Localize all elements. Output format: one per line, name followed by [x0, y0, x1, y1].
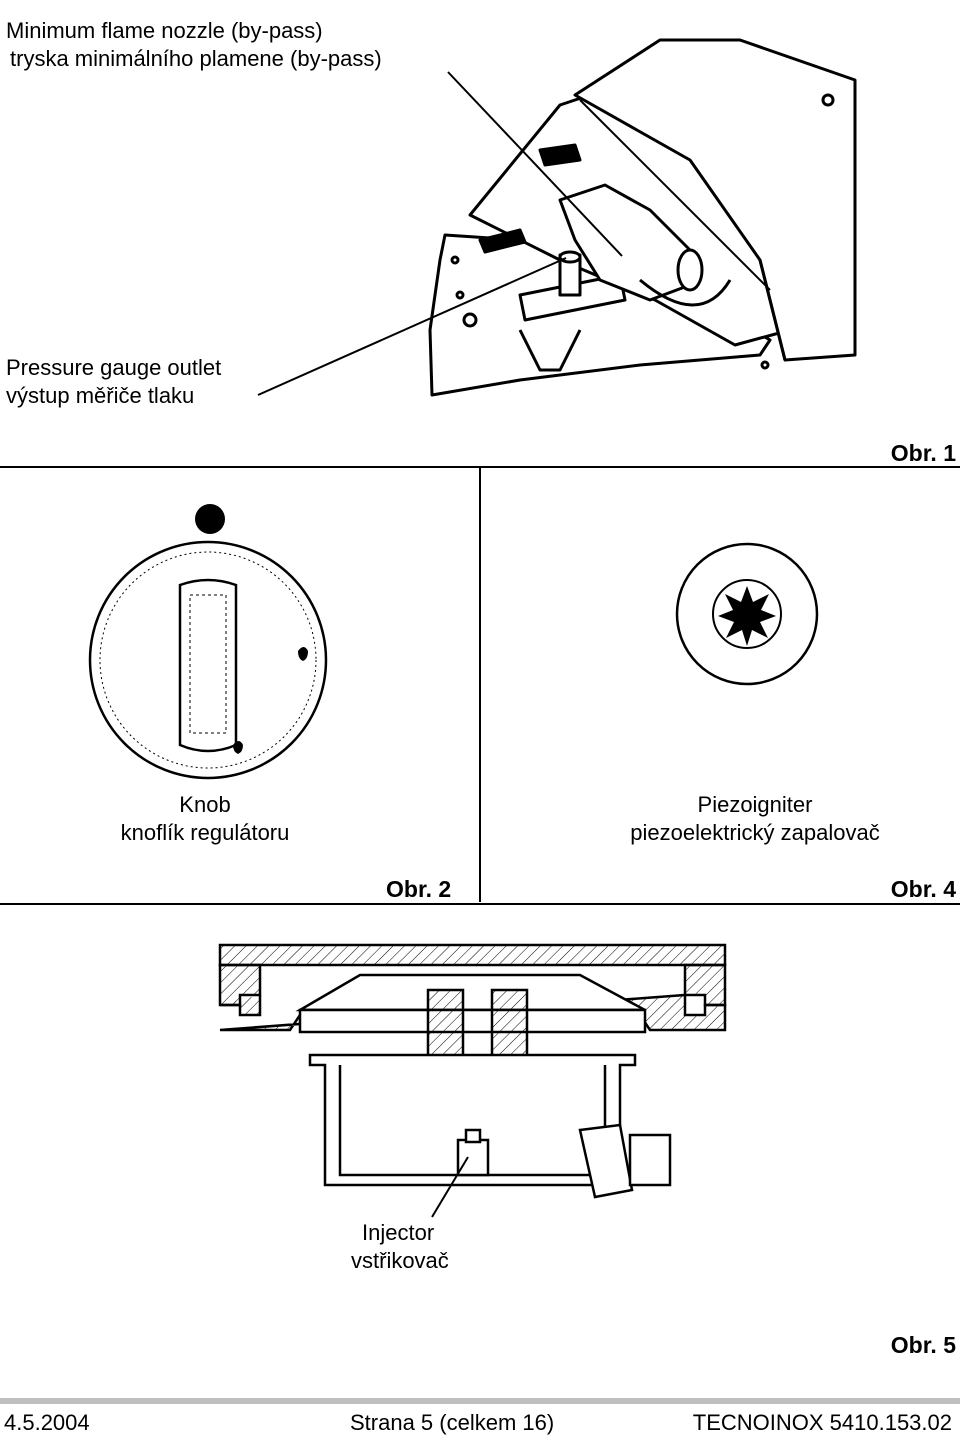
knob-drawing: [88, 504, 328, 780]
spark-star-icon: [718, 586, 776, 646]
figure-2-caption: Obr. 2: [386, 876, 452, 902]
divider-middle: [0, 903, 960, 905]
figure-5-caption: Obr. 5: [890, 1332, 956, 1358]
gauge-label-cs: výstup měřiče tlaku: [6, 383, 195, 408]
bypass-label-en: Minimum flame nozzle (by-pass): [6, 18, 323, 43]
bypass-label-cs: tryska minimálního plamene (by-pass): [10, 46, 382, 71]
footer-document-id: TECNOINOX 5410.153.02: [692, 1410, 952, 1435]
injector-label-cs: vstřikovač: [351, 1248, 449, 1273]
footer-divider: [0, 1398, 960, 1404]
burner-cross-section-drawing: [218, 943, 727, 1218]
knob-label-cs: knoflík regulátoru: [120, 820, 290, 845]
piezoigniter-drawing: [675, 542, 819, 686]
footer-page-number: Strana 5 (celkem 16): [350, 1410, 555, 1435]
divider-vertical: [479, 466, 481, 902]
injector-label-en: Injector: [362, 1220, 435, 1245]
figure-4-caption: Obr. 4: [890, 876, 956, 902]
gas-valve-assembly-drawing: [257, 38, 857, 397]
figure-1-caption: Obr. 1: [890, 440, 956, 466]
footer-date: 4.5.2004: [4, 1410, 90, 1435]
piezo-label-en: Piezoigniter: [697, 792, 813, 817]
gauge-label-en: Pressure gauge outlet: [6, 355, 222, 380]
piezo-label-cs: piezoelektrický zapalovač: [630, 820, 880, 845]
knob-label-en: Knob: [179, 792, 231, 817]
